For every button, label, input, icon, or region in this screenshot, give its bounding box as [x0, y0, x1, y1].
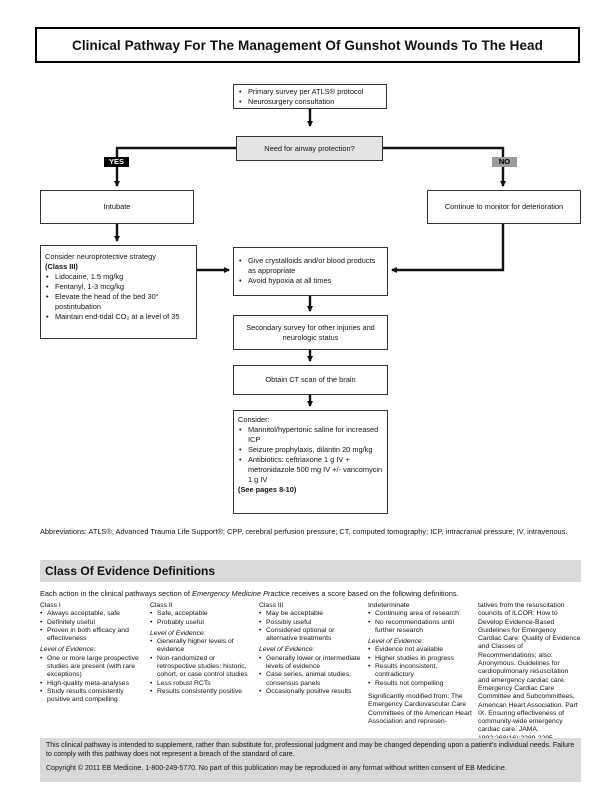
coe-reference: tatives from the resuscitation councils … [478, 602, 581, 743]
class-3-item: Possibly useful [259, 619, 361, 628]
coe-header: Class Of Evidence Definitions [40, 560, 581, 582]
indeterminate-loe-item: Results not compelling [368, 680, 472, 689]
pathway-title-box: Clinical Pathway For The Management Of G… [35, 27, 580, 63]
class-3-loe-item: Occasionally positive results [259, 688, 361, 697]
airway-question: Need for airway protection? [264, 143, 355, 153]
neuroprotective-box: Consider neuroprotective strategy (Class… [40, 245, 197, 339]
indeterminate-loe-item: Results inconsistent, contradictory [368, 663, 472, 680]
neuro-item: Lidocaine, 1.5 mg/kg [45, 272, 193, 282]
flowchart-connectors [114, 109, 506, 407]
class-2-item: Safe, acceptable [150, 610, 252, 619]
arrow-yes-to-intubate [114, 146, 236, 187]
primary-survey-item: Primary survey per ATLS® protocol [238, 87, 382, 97]
class-1-loe-item: Study results consistently positive and … [40, 688, 144, 705]
fluids-item: Give crystalloids and/or blood products … [238, 256, 383, 276]
coe-indeterminate: Indeterminate Continuing area of researc… [368, 602, 472, 726]
consider-item: Mannitol/hypertonic saline for increased… [238, 425, 383, 445]
class-3-item: Considered optional or alternative treat… [259, 627, 361, 644]
class-1-item: Proven in both efficacy and effectivenes… [40, 627, 144, 644]
no-label: NO [492, 157, 517, 167]
coe-class-1: Class I Always acceptable, safe Definite… [40, 602, 144, 705]
class-1-loe-item: One or more large prospective studies ar… [40, 655, 144, 680]
class-3-item: May be acceptable [259, 610, 361, 619]
indeterminate-item: Continuing area of research [368, 610, 472, 619]
primary-survey-box: Primary survey per ATLS® protocol Neuros… [233, 84, 387, 109]
class-1-loe-label: Level of Evidence: [40, 646, 96, 654]
indeterminate-item: No recommendations until further researc… [368, 619, 472, 636]
abbreviations: Abbreviations: ATLS®, Advanced Trauma Li… [40, 527, 568, 536]
disclaimer-box: This clinical pathway is intended to sup… [40, 738, 581, 782]
yes-label: YES [104, 157, 129, 167]
monitor-box: Continue to monitor for deterioration [427, 190, 581, 224]
consider-heading: Consider: [238, 415, 270, 424]
consider-item: Antibiotics: ceftriaxone 1 g IV + metron… [238, 455, 383, 485]
copyright-text: Copyright © 2011 EB Medicine. 1-800-249-… [46, 765, 507, 772]
neuro-class: (Class III) [45, 262, 78, 271]
class-3-loe-label: Level of Evidence: [259, 646, 315, 654]
coe-intro: Each action in the clinical pathways sec… [40, 589, 580, 598]
reference-text: tatives from the resuscitation councils … [478, 602, 581, 742]
neuro-item: Maintain end-tidal CO₂ at a level of 35 [45, 312, 193, 322]
neuro-heading: Consider neuroprotective strategy [45, 252, 156, 261]
class-1-loe-item: High-quality meta-analyses [40, 680, 144, 689]
consider-item: Seizure prophylaxis, dilantin 20 mg/kg [238, 445, 383, 455]
coe-intro-pre: Each action in the clinical pathways sec… [40, 589, 193, 598]
class-2-loe-item: Non-randomized or retrospective studies:… [150, 655, 252, 680]
class-3-loe-item: Case series, animal studies, consensus p… [259, 671, 361, 688]
pathway-title: Clinical Pathway For The Management Of G… [71, 37, 544, 53]
class-2-loe-item: Results consistently positive [150, 688, 252, 697]
class-2-loe-item: Less robust RCTs [150, 680, 252, 689]
secondary-survey-box: Secondary survey for other injuries and … [233, 315, 388, 350]
class-2-loe-item: Generally higher levels of evidence [150, 638, 252, 655]
arrow-monitor-to-fluids [391, 224, 505, 273]
fluids-box: Give crystalloids and/or blood products … [233, 247, 388, 296]
class-2-head: Class II [150, 602, 173, 609]
consider-box: Consider: Mannitol/hypertonic saline for… [233, 410, 388, 514]
monitor-text: Continue to monitor for deterioration [444, 202, 564, 211]
intubate-text: Intubate [103, 202, 131, 211]
class-1-item: Always acceptable, safe [40, 610, 144, 619]
class-2-item: Probably useful [150, 619, 252, 628]
indeterminate-head: Indeterminate [368, 602, 410, 609]
class-1-item: Definitely useful [40, 619, 144, 628]
coe-intro-post: receives a score based on the following … [289, 589, 459, 598]
class-1-head: Class I [40, 602, 61, 609]
neuro-item: Elevate the head of the bed 30° postintu… [45, 292, 193, 312]
indeterminate-loe-item: Higher studies in progress [368, 655, 472, 664]
secondary-survey-text: Secondary survey for other injuries and … [246, 322, 375, 342]
disclaimer-text: This clinical pathway is intended to sup… [46, 742, 575, 758]
arrow-no-to-monitor [383, 146, 506, 187]
indeterminate-loe-item: Evidence not available [368, 646, 472, 655]
indeterminate-loe-label: Level of Evidence: [368, 638, 424, 646]
class-3-loe-item: Generally lower or intermediate levels o… [259, 655, 361, 672]
coe-title: Class Of Evidence Definitions [45, 564, 216, 578]
indeterminate-note: Significantly modified from: The Emergen… [368, 692, 472, 725]
coe-intro-journal: Emergency Medicine Practice [192, 589, 290, 598]
class-3-head: Class III [259, 602, 284, 609]
ct-scan-text: Obtain CT scan of the brain [265, 375, 356, 384]
intubate-box: Intubate [40, 190, 194, 224]
coe-class-2: Class II Safe, acceptable Probably usefu… [150, 602, 252, 697]
consider-pages: (See pages 8-10) [238, 485, 297, 494]
neuro-item: Fentanyl, 1-3 mcg/kg [45, 282, 193, 292]
coe-class-3: Class III May be acceptable Possibly use… [259, 602, 361, 697]
airway-decision-box: Need for airway protection? [236, 136, 383, 161]
primary-survey-item: Neurosurgery consultation [238, 97, 382, 107]
ct-scan-box: Obtain CT scan of the brain [233, 365, 388, 395]
fluids-item: Avoid hypoxia at all times [238, 276, 383, 286]
class-2-loe-label: Level of Evidence: [150, 629, 206, 637]
